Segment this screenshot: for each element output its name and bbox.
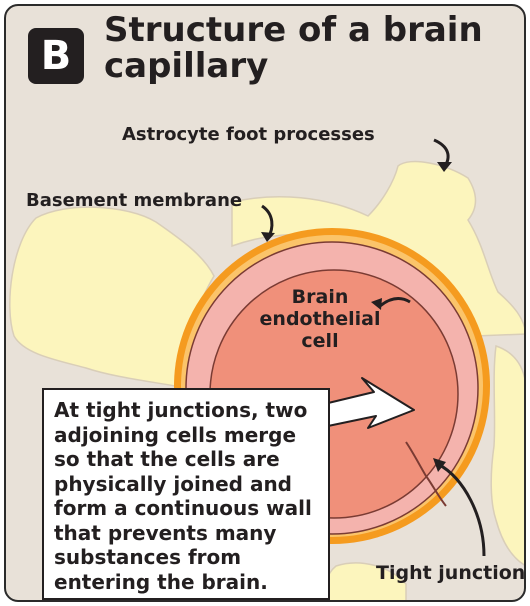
callout-text: At tight junctions, two adjoining cells … bbox=[54, 398, 312, 594]
basement-membrane-label: Basement membrane bbox=[26, 190, 242, 211]
page-title: Structure of a brain capillary bbox=[104, 12, 524, 84]
callout-box: At tight junctions, two adjoining cells … bbox=[42, 388, 330, 600]
endothelial-cell-label: Brain endothelial cell bbox=[258, 286, 382, 352]
figure-panel: B Structure of a brain capillary Astrocy… bbox=[4, 4, 526, 602]
panel-badge: B bbox=[28, 28, 84, 84]
astrocyte-label: Astrocyte foot processes bbox=[122, 124, 375, 145]
astrocyte-foot-process-right bbox=[491, 346, 526, 566]
tight-junction-label: Tight junction bbox=[376, 562, 525, 584]
